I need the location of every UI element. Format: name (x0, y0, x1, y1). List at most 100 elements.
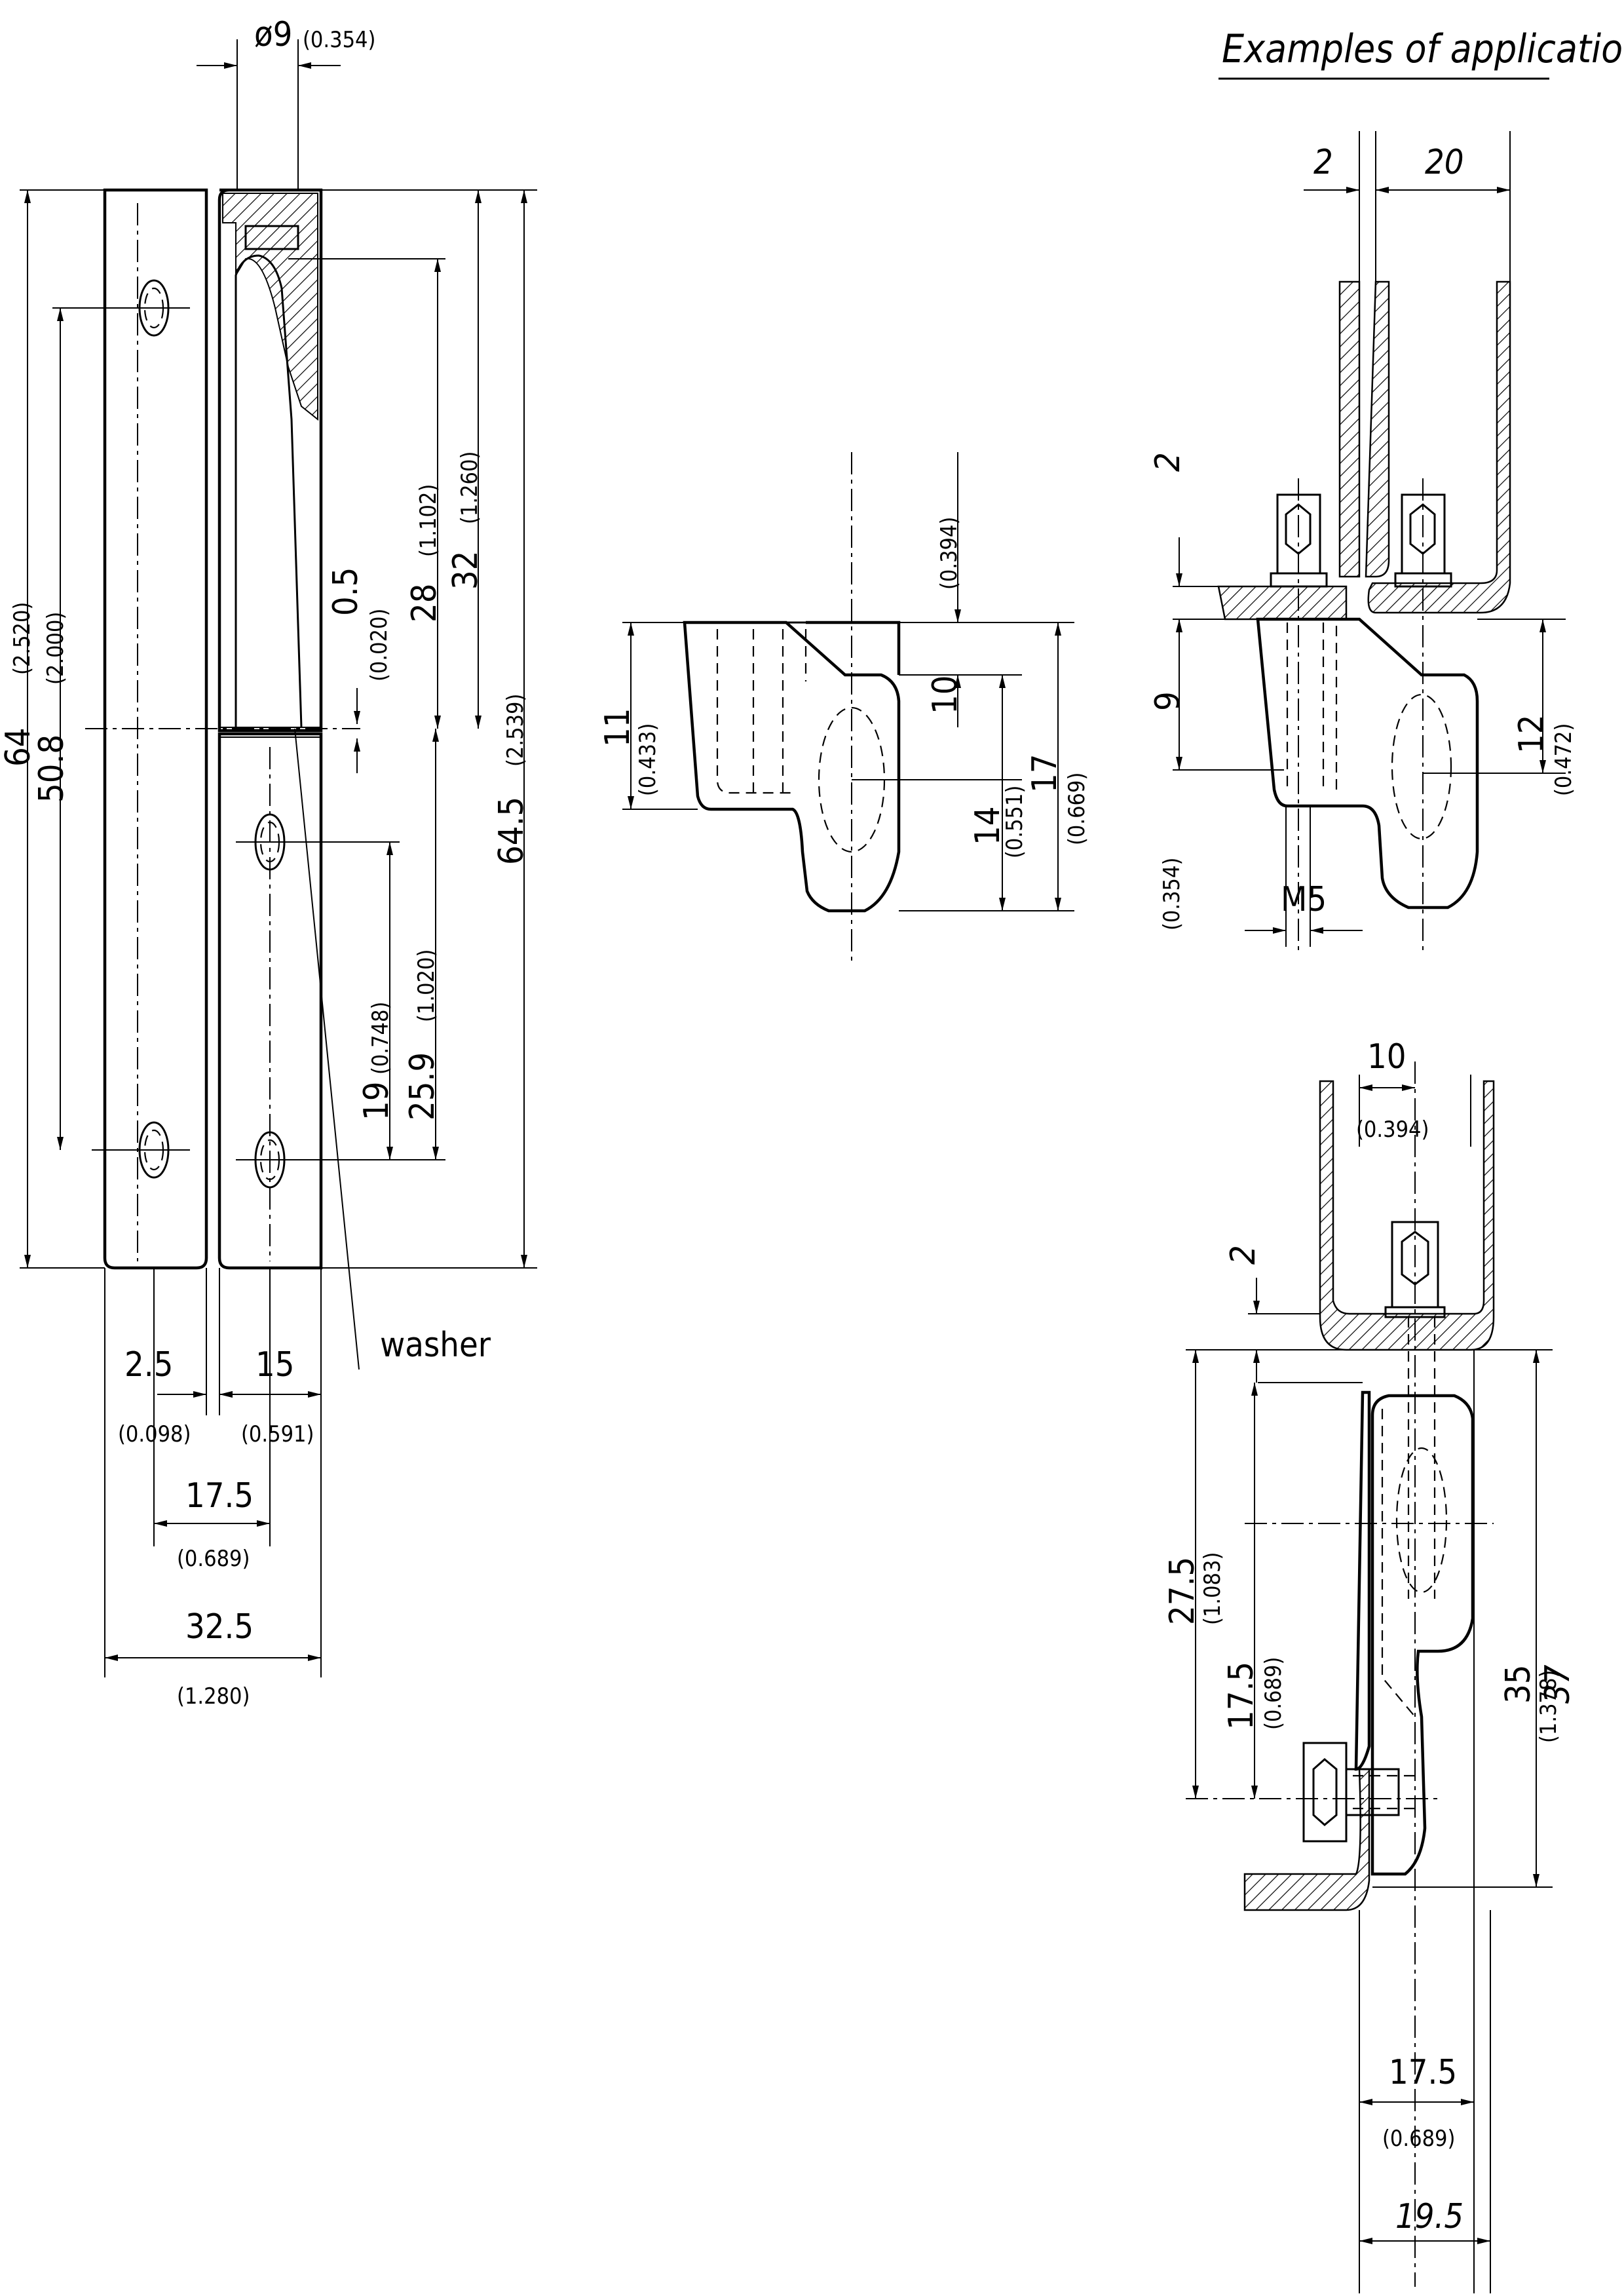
svg-text:(0.551): (0.551) (1002, 786, 1028, 858)
svg-text:(0.472): (0.472) (1551, 723, 1577, 796)
app2-dims: 10 (0.394) 2 27.5 (1.083) 17.5 (0.689) 3… (1163, 1037, 1577, 2293)
dim-2-5: 2.5 (0.098) (118, 1345, 262, 1447)
svg-text:27.5: 27.5 (1163, 1557, 1202, 1625)
dim-32-5-inch: (1.280) (177, 1683, 250, 1710)
dim-17-5-inch: (0.689) (177, 1546, 250, 1572)
app1-dim-2-top: 2 (1313, 143, 1333, 182)
side-bracket-outline (683, 621, 901, 913)
upper-knuckle-hatching (222, 193, 318, 421)
svg-text:11: 11 (598, 708, 637, 747)
side-dim-10-label: 10 (926, 675, 965, 714)
app1-dim-9-inch: (0.354) (1159, 858, 1185, 930)
svg-text:(1.260): (1.260) (457, 451, 483, 524)
app2-dim-17-5-bottom-inch: (0.689) (1382, 2126, 1455, 2152)
app2-dim-10: 10 (1367, 1037, 1407, 1077)
dim-17-5: 17.5 (0.689) (154, 1476, 270, 1572)
hinge-side-view (683, 452, 901, 963)
dim-32-inch: (1.260) (457, 451, 483, 524)
app2-dim-35-inch: (1.378) (1536, 1670, 1562, 1743)
svg-text:(0.020): (0.020) (366, 609, 392, 681)
dim-64-5: 64.5 (2.539) (321, 190, 537, 1269)
dim-32-5: 32.5 (1.280) (105, 1607, 321, 1710)
dim-64-inch: (2.520) (9, 602, 35, 675)
svg-text:64.5: 64.5 (492, 797, 531, 865)
dim-28-inch: (1.102) (415, 484, 442, 557)
app1-dim-12: 12 (1512, 714, 1551, 754)
dim-50-8-label: 50.8 (32, 735, 71, 803)
app2-dim-2: 2 (1224, 1245, 1263, 1265)
dim-15-inch: (0.591) (241, 1421, 314, 1447)
side-dim-17-inch: (0.669) (1064, 773, 1090, 845)
app1-dim-9: 9 (1148, 691, 1188, 711)
application-example-1 (1217, 280, 1511, 950)
dim-0-5-label: 0.5 (326, 567, 366, 616)
dim-64-5-inch: (2.539) (502, 694, 529, 767)
app1-dim-20: 20 (1425, 143, 1464, 182)
dim-32-5-label: 32.5 (185, 1607, 254, 1647)
dim-17-5-label: 17.5 (185, 1476, 254, 1516)
svg-text:(1.378): (1.378) (1536, 1670, 1562, 1743)
title-group: Examples of application (1218, 26, 1624, 80)
svg-text:(2.000): (2.000) (43, 612, 69, 685)
app1-dims: 2 20 2 9 (0.354) 12 (0.472) M5 (1148, 131, 1577, 947)
dim-2-5-label: 2.5 (124, 1345, 173, 1385)
dim-0-5: 0.5 (0.020) (326, 567, 392, 773)
svg-text:2: 2 (1224, 1245, 1263, 1265)
side-dim-0-394: (0.394) (936, 517, 962, 590)
page-title: Examples of application (1222, 26, 1624, 72)
svg-text:(1.083): (1.083) (1199, 1552, 1226, 1625)
svg-text:(1.102): (1.102) (415, 484, 442, 557)
dim-bottom-extensions (104, 1268, 322, 1677)
side-dim-17-label: 17 (1025, 754, 1065, 793)
svg-text:19: 19 (357, 1081, 396, 1120)
dim-50-8: 50.8 (2.000) (32, 308, 71, 1150)
svg-text:(0.689): (0.689) (1260, 1657, 1287, 1730)
dim-50-8-inch: (2.000) (43, 612, 69, 685)
dim-19: 19 (0.748) (236, 841, 445, 1160)
svg-text:2: 2 (1148, 452, 1188, 472)
svg-text:25.9: 25.9 (403, 1052, 442, 1120)
svg-text:17.5: 17.5 (1222, 1662, 1261, 1730)
dim-diameter-label: ø9 (254, 15, 292, 54)
side-dim-11-inch: (0.433) (635, 723, 661, 796)
side-dim-14-label: 14 (968, 806, 1008, 845)
dim-64-label: 64 (0, 727, 38, 767)
svg-text:64: 64 (0, 727, 38, 767)
svg-text:32: 32 (446, 550, 485, 590)
svg-text:9: 9 (1148, 691, 1188, 711)
svg-text:(0.394): (0.394) (936, 517, 962, 590)
svg-text:(0.354): (0.354) (1159, 858, 1185, 930)
upper-knuckle-outline (217, 188, 323, 733)
dim-64: 64 (2.520) (0, 189, 105, 1269)
dim-28: 28 (1.102) (288, 258, 445, 729)
svg-text:10: 10 (926, 675, 965, 714)
dim-25-9: 25.9 (1.020) (403, 729, 442, 1160)
svg-text:(2.539): (2.539) (502, 694, 529, 767)
svg-text:14: 14 (968, 806, 1008, 845)
dim-diameter-inch: (0.354) (303, 27, 375, 53)
application-example-2 (1186, 1062, 1495, 2287)
dim-25-9-inch: (1.020) (413, 949, 440, 1022)
app2-dim-17-5-inch: (0.689) (1260, 1657, 1287, 1730)
svg-text:37: 37 (1538, 1664, 1577, 1704)
dim-25-9-label: 25.9 (403, 1052, 442, 1120)
svg-text:50.8: 50.8 (32, 735, 71, 803)
app2-dim-37: 37 (1538, 1664, 1577, 1704)
lower-knuckle-outline (217, 732, 323, 1270)
side-dim-14-inch: (0.551) (1002, 786, 1028, 858)
svg-text:(0.433): (0.433) (635, 723, 661, 796)
svg-text:(0.748): (0.748) (368, 1002, 394, 1075)
dim-19-label: 19 (357, 1081, 396, 1120)
dim-diameter: ø9 (0.354) (197, 15, 375, 190)
app1-dim-2-left: 2 (1148, 452, 1188, 472)
app2-dim-17-5: 17.5 (1222, 1662, 1261, 1730)
washer-callout: washer (294, 728, 491, 1370)
svg-text:(1.020): (1.020) (413, 949, 440, 1022)
dim-32: 32 (1.260) (321, 189, 537, 729)
hinge-front-view (52, 188, 360, 1270)
svg-text:12: 12 (1512, 714, 1551, 754)
dim-32-label: 32 (446, 550, 485, 590)
svg-text:(2.520): (2.520) (9, 602, 35, 675)
side-dim-11-label: 11 (598, 708, 637, 747)
